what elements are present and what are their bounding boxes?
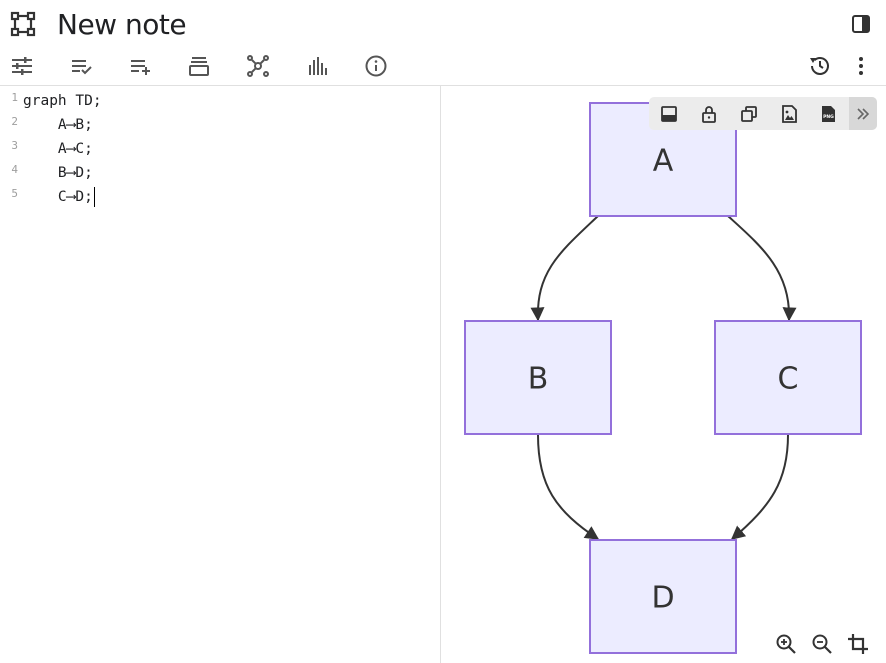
line-number: 2 (11, 115, 18, 128)
stack-icon[interactable] (185, 52, 213, 80)
diagram-preview[interactable]: A B C D (441, 86, 886, 663)
node-label: A (653, 144, 674, 179)
sidebar-right-icon[interactable] (851, 14, 871, 34)
more-vert-icon[interactable] (847, 52, 875, 80)
image-icon[interactable] (778, 103, 800, 125)
checklist-icon[interactable] (67, 52, 95, 80)
code-line[interactable]: 3 A⟶C; (0, 137, 440, 161)
toolbar-collapse[interactable] (849, 97, 877, 130)
line-text: A⟶B; (23, 117, 93, 133)
playlist-add-icon[interactable] (126, 52, 154, 80)
tune-icon[interactable] (8, 52, 36, 80)
history-icon[interactable] (806, 52, 834, 80)
code-line[interactable]: 1 graph TD; (0, 89, 440, 113)
copy-icon[interactable] (738, 103, 760, 125)
zoom-out-icon[interactable] (811, 633, 833, 655)
lock-icon[interactable] (698, 103, 720, 125)
edge-b-d (537, 434, 600, 540)
toolbar-divider (0, 85, 886, 86)
line-text-content: C⟶D; (23, 189, 93, 205)
code-line[interactable]: 2 A⟶B; (0, 113, 440, 137)
node-label: B (528, 362, 549, 397)
edge-a-b (530, 215, 599, 322)
bar-chart-icon[interactable] (303, 52, 331, 80)
code-editor[interactable]: 1 graph TD; 2 A⟶B; 3 A⟶C; 4 B⟶D; 5 C⟶D; (0, 86, 440, 663)
mermaid-diagram: A B C D (464, 102, 862, 654)
node-c[interactable]: C (714, 320, 862, 435)
node-box (714, 320, 862, 435)
png-icon[interactable]: PNG (817, 103, 839, 125)
node-label: D (651, 581, 674, 616)
split-view-icon[interactable] (658, 103, 680, 125)
node-box (589, 539, 737, 654)
crop-icon[interactable] (847, 633, 869, 655)
code-line[interactable]: 5 C⟶D; (0, 185, 440, 209)
line-text: C⟶D; (23, 185, 95, 209)
pane-splitter[interactable] (440, 86, 441, 663)
node-d[interactable]: D (589, 539, 737, 654)
info-icon[interactable] (362, 52, 390, 80)
node-label: C (778, 362, 799, 397)
code-line[interactable]: 4 B⟶D; (0, 161, 440, 185)
chevron-double-right-icon[interactable] (852, 103, 874, 125)
line-number: 4 (11, 163, 18, 176)
edge-a-c (727, 215, 797, 322)
line-number: 1 (11, 91, 18, 104)
line-number: 5 (11, 187, 18, 200)
note-title[interactable]: New note (57, 8, 187, 41)
diagram-nodes: A B C D (464, 102, 862, 654)
text-cursor (93, 187, 95, 207)
edge-c-d (730, 434, 789, 540)
png-label: PNG (823, 114, 834, 120)
zoom-in-icon[interactable] (775, 633, 797, 655)
node-b[interactable]: B (464, 320, 612, 435)
graph-icon[interactable] (244, 52, 272, 80)
node-box (464, 320, 612, 435)
line-number: 3 (11, 139, 18, 152)
canvas-icon[interactable] (10, 11, 36, 37)
line-text: A⟶C; (23, 141, 93, 157)
diagram-edges (530, 215, 797, 540)
line-text: graph TD; (23, 93, 102, 109)
title-bar: New note (0, 0, 886, 46)
note-toolbar (0, 48, 886, 84)
diagram-toolbar: PNG (649, 97, 877, 130)
line-text: B⟶D; (23, 165, 93, 181)
